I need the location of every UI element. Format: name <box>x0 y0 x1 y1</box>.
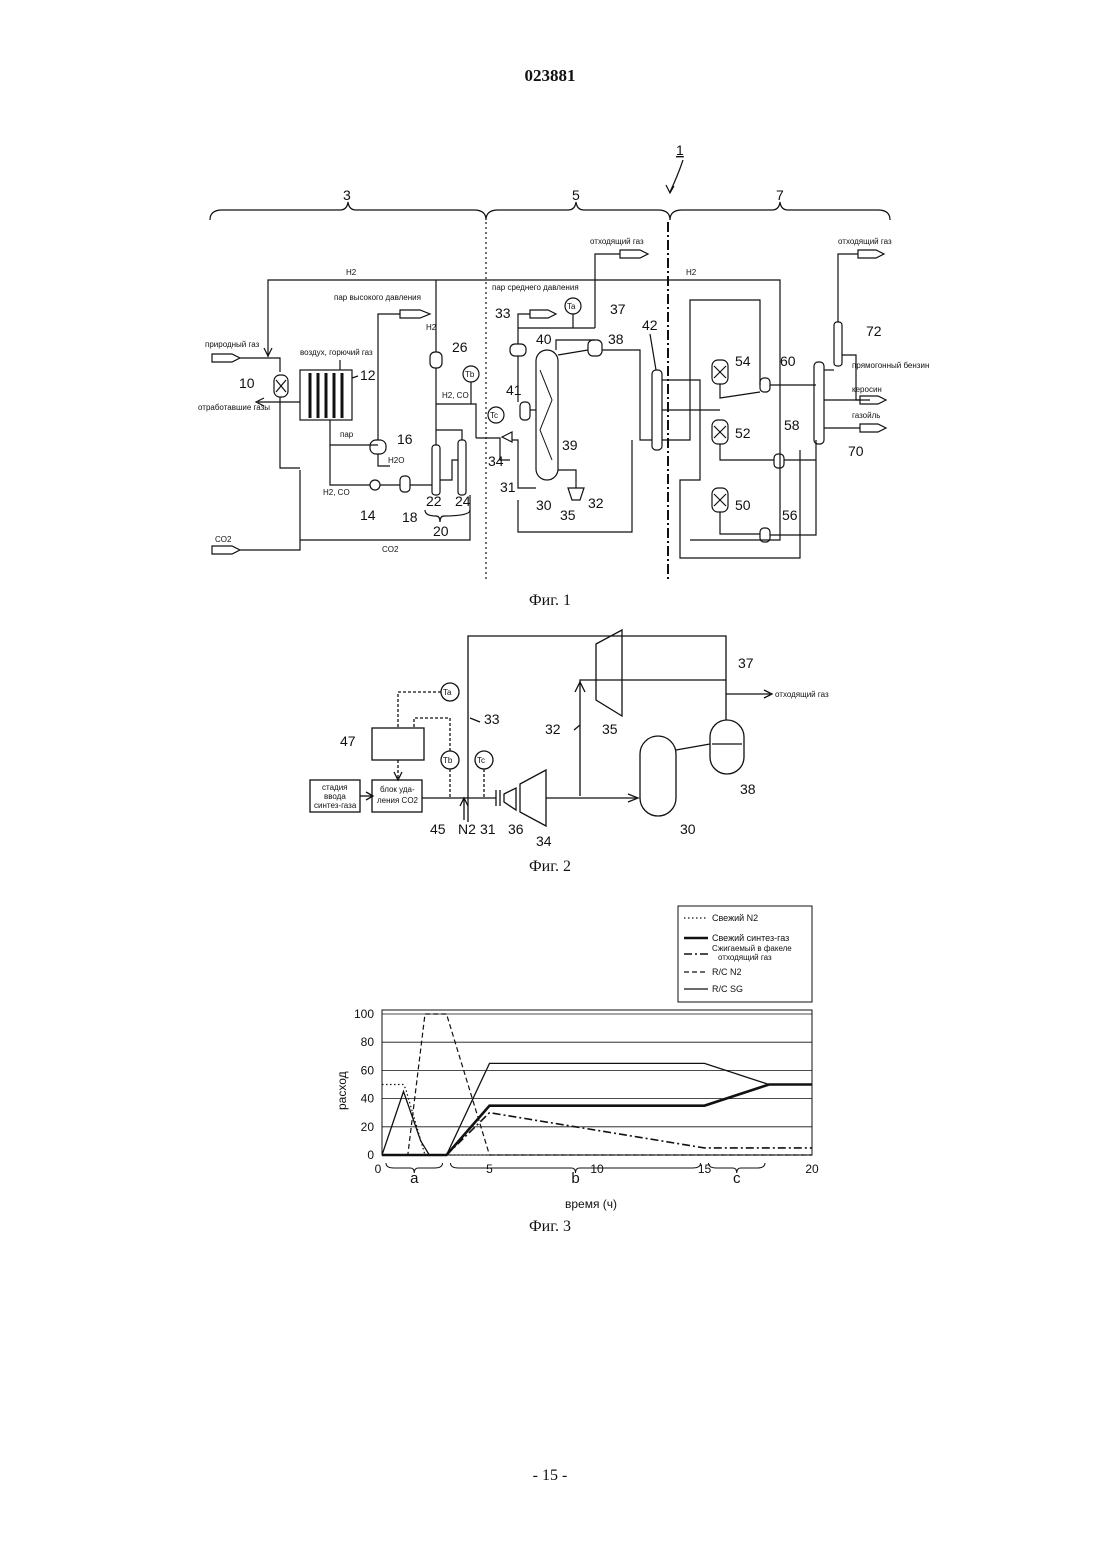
phase-label: a <box>410 1170 419 1187</box>
page-footer: - 15 - <box>0 1467 1100 1485</box>
y-tick-label: 40 <box>361 1092 375 1106</box>
chart-legend: Свежий N2 Свежий синтез-газСжигаемый в фа… <box>678 906 812 1002</box>
x-tick-label: 20 <box>805 1162 819 1176</box>
chart-xlabel: время (ч) <box>565 1197 617 1211</box>
chart-series-layer <box>382 1014 812 1155</box>
x-tick-label: 5 <box>486 1162 493 1176</box>
x-tick-label: 15 <box>698 1162 712 1176</box>
legend-label: R/C SG <box>712 984 743 994</box>
figure-3-caption: Фиг. 3 <box>0 1218 1100 1236</box>
series-line-1 <box>382 1085 812 1156</box>
legend-label: отходящий газ <box>718 953 772 962</box>
y-tick-label: 80 <box>361 1035 375 1049</box>
phase-label: b <box>571 1170 579 1187</box>
x-tick-label: 10 <box>590 1162 604 1176</box>
series-line-5 <box>382 1063 812 1155</box>
y-tick-label: 0 <box>367 1148 374 1162</box>
y-tick-label: 20 <box>361 1120 375 1134</box>
x-tick-label: 0 <box>375 1162 382 1176</box>
chart-ylabel: расход <box>335 1071 349 1110</box>
chart-grid <box>382 1014 812 1155</box>
phase-label: c <box>733 1170 741 1187</box>
series-line-4 <box>382 1014 812 1155</box>
legend-label: Свежий N2 <box>712 913 758 923</box>
chart-axes: 0 20 40 60 80 100 0 5 10 15 20 a b c <box>354 1007 819 1187</box>
chart-plot-frame <box>382 1010 812 1155</box>
figure-3-chart: Свежий N2 Свежий синтез-газСжигаемый в фа… <box>0 0 1100 1230</box>
series-line-3 <box>382 1113 812 1155</box>
legend-label: R/C N2 <box>712 967 742 977</box>
legend-label: Свежий синтез-газ <box>712 933 789 943</box>
y-tick-label: 100 <box>354 1007 374 1021</box>
legend-label: Сжигаемый в факеле <box>712 944 792 953</box>
series-line-2 <box>382 1085 812 1156</box>
y-tick-label: 60 <box>361 1063 375 1077</box>
